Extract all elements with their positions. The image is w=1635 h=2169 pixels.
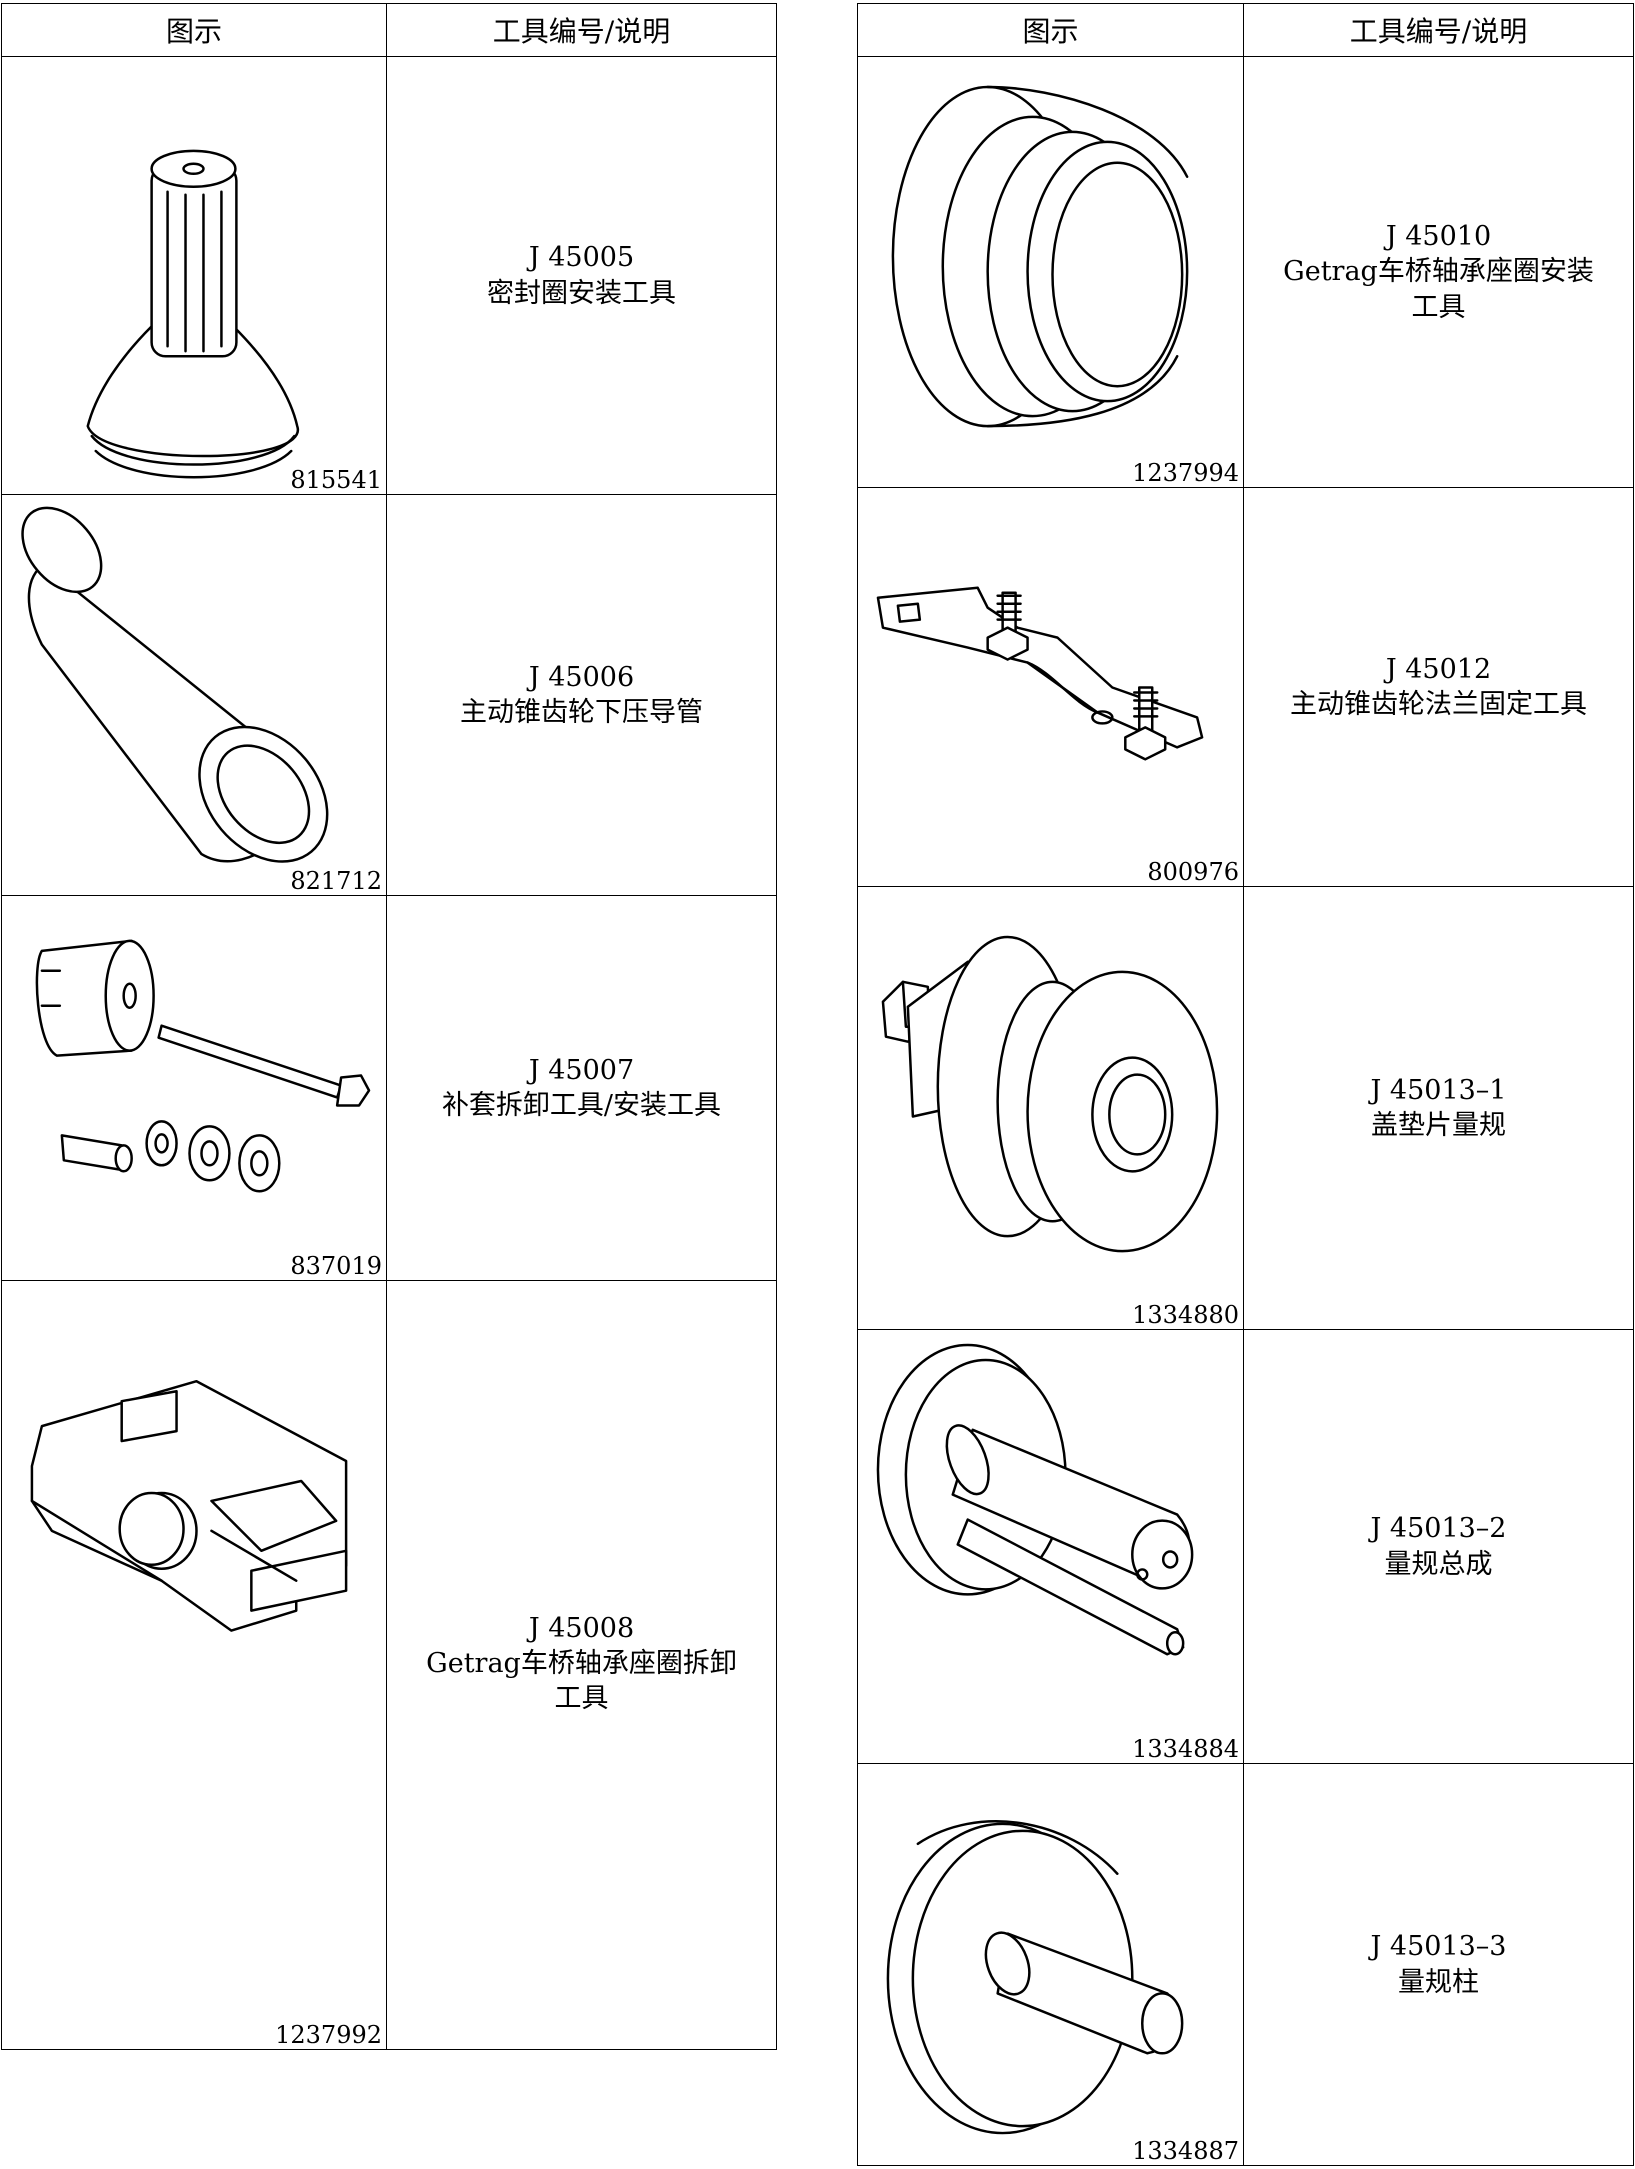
header-image: 图示 [1, 3, 387, 57]
tool-name: 补套拆卸工具/安装工具 [441, 1090, 722, 1121]
tool-name: 量规总成 [1384, 1548, 1493, 1580]
tool-name: Getrag车桥轴承座圈拆卸 工具 [426, 1648, 737, 1715]
tool-description-cell: J 45013–2 量规总成 [1243, 1329, 1634, 1764]
figure-number: 837019 [290, 1252, 382, 1280]
tool-image-cell: 837019 [1, 895, 387, 1281]
figure-number: 1334880 [1132, 1301, 1239, 1329]
table-row: 1237992 J 45008 Getrag车桥轴承座圈拆卸 工具 [1, 1280, 777, 2050]
race-installer-icon [891, 85, 1189, 428]
tool-code: J 45005 [528, 242, 635, 274]
table-header-row: 图示 工具编号/说明 [1, 3, 777, 57]
tool-description-cell: J 45006 主动锥齿轮下压导管 [386, 494, 777, 896]
tool-code: J 45008 [528, 1613, 635, 1644]
tool-description-cell: J 45013–1 盖垫片量规 [1243, 886, 1634, 1330]
tool-description-cell: J 45007 补套拆卸工具/安装工具 [386, 895, 777, 1281]
tool-code: J 45013–2 [1370, 1513, 1507, 1545]
figure-number: 1334884 [1132, 1735, 1239, 1763]
table-row: 1237994 J 45010 Getrag车桥轴承座圈安装 工具 [857, 56, 1634, 488]
gauge-post-icon [886, 1820, 1184, 2135]
header-image: 图示 [857, 3, 1244, 57]
tool-description-cell: J 45010 Getrag车桥轴承座圈安装 工具 [1243, 56, 1634, 488]
figure-number: 1237992 [275, 2021, 382, 2049]
tool-code: J 45006 [528, 661, 635, 693]
figure-number: 800976 [1147, 858, 1239, 886]
tool-code: J 45007 [528, 1054, 635, 1086]
tool-name: 密封圈安装工具 [487, 277, 676, 309]
table-row: 800976 J 45012 主动锥齿轮法兰固定工具 [857, 487, 1634, 887]
table-row: 821712 J 45006 主动锥齿轮下压导管 [1, 494, 777, 896]
tool-name: 主动锥齿轮法兰固定工具 [1290, 689, 1587, 720]
figure-number: 1237994 [1132, 459, 1239, 487]
table-row: 815541 J 45005 密封圈安装工具 [1, 56, 777, 495]
table-row: 837019 J 45007 补套拆卸工具/安装工具 [1, 895, 777, 1281]
tool-code: J 45012 [1385, 653, 1492, 685]
left-tool-table: 图示 工具编号/说明 815541 J 45005 密封圈安装工具 [1, 3, 777, 2050]
tool-description-cell: J 45013–3 量规柱 [1243, 1763, 1634, 2166]
table-row: 1334884 J 45013–2 量规总成 [857, 1329, 1634, 1764]
table-row: 1334880 J 45013–1 盖垫片量规 [857, 886, 1634, 1330]
tool-image-cell: 800976 [857, 487, 1244, 887]
tool-name: 主动锥齿轮下压导管 [460, 697, 703, 728]
sleeve-tube-icon [21, 506, 329, 863]
race-remover-icon [30, 1379, 348, 1632]
tool-image-cell: 1237992 [1, 1280, 387, 2050]
right-tool-table: 图示 工具编号/说明 1237994 J 45010 Getrag车桥轴承座圈安… [857, 3, 1634, 2166]
tool-description-cell: J 45008 Getrag车桥轴承座圈拆卸 工具 [386, 1280, 777, 2050]
tool-image-cell: 1334887 [857, 1763, 1244, 2166]
tool-description-cell: J 45005 密封圈安装工具 [386, 56, 777, 495]
table-header-row: 图示 工具编号/说明 [857, 3, 1634, 57]
figure-number: 821712 [290, 867, 382, 895]
tool-name: 量规柱 [1398, 1966, 1479, 1998]
figure-number: 1334887 [1132, 2137, 1239, 2165]
header-description: 工具编号/说明 [386, 3, 777, 57]
header-description: 工具编号/说明 [1243, 3, 1634, 57]
gauge-assembly-icon [876, 1343, 1194, 1656]
tool-name: Getrag车桥轴承座圈安装 工具 [1283, 256, 1594, 323]
tool-description-cell: J 45012 主动锥齿轮法兰固定工具 [1243, 487, 1634, 887]
tool-image-cell: 1237994 [857, 56, 1244, 488]
tool-code: J 45013–1 [1370, 1074, 1507, 1106]
tool-image-cell: 1334880 [857, 886, 1244, 1330]
shim-gauge-icon [881, 935, 1219, 1253]
seal-installer-icon [86, 149, 299, 479]
tool-name: 盖垫片量规 [1371, 1110, 1506, 1141]
bushing-kit-icon [35, 939, 371, 1193]
tool-image-cell: 815541 [1, 56, 387, 495]
tool-image-cell: 1334884 [857, 1329, 1244, 1764]
table-row: 1334887 J 45013–3 量规柱 [857, 1763, 1634, 2166]
figure-number: 815541 [290, 466, 382, 494]
tool-code: J 45013–3 [1370, 1931, 1507, 1963]
tool-image-cell: 821712 [1, 494, 387, 896]
flange-holder-icon [876, 586, 1204, 761]
tool-code: J 45010 [1385, 221, 1492, 253]
